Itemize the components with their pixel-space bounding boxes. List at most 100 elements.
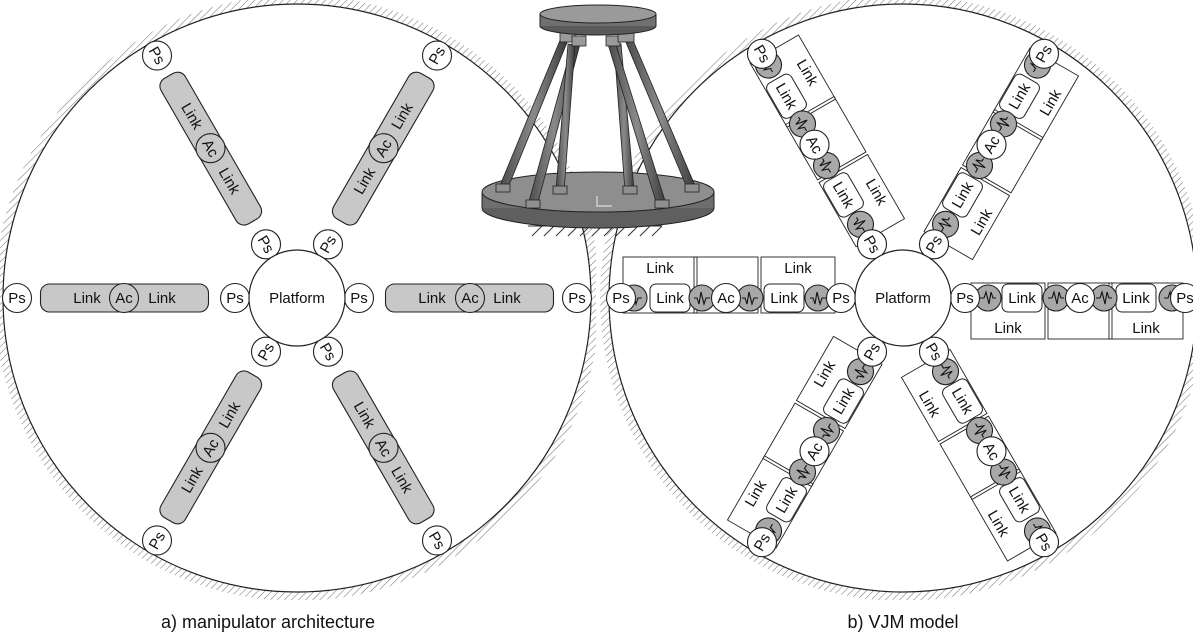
active-joint: Ac [368, 133, 399, 164]
vjm-active-joint-label: Ac [980, 133, 1004, 157]
vjm-link-platform: Link [823, 378, 864, 424]
vjm-link-platform-label: Link [1008, 290, 1036, 307]
vjm-frame-link-label: Link [784, 260, 812, 277]
passive-joint-platform: Ps [312, 229, 344, 260]
vjm-passive-joint-base-label: Ps [1033, 42, 1056, 66]
vjm-passive-joint-base-label: Ps [612, 290, 630, 307]
passive-joint-platform: Ps [219, 282, 251, 314]
link-inner-label: Link [73, 290, 101, 307]
vjm-passive-joint-platform: Ps [825, 282, 857, 314]
vjm-link-platform: Link [823, 172, 864, 218]
passive-joint-base-label: Ps [426, 44, 449, 68]
vjm-passive-joint-platform: Ps [949, 282, 981, 314]
vjm-passive-joint-platform-label: Ps [832, 290, 850, 307]
passive-joint-platform-label: Ps [350, 290, 368, 307]
leg-left: Link Link Ps Ac Ps [1, 282, 251, 314]
passive-joint-base-label: Ps [8, 290, 26, 307]
vjm-active-joint: Ac [976, 436, 1007, 467]
vjm-passive-joint-base: Ps [1028, 38, 1060, 69]
vjm-passive-joint-platform-label: Ps [922, 340, 945, 364]
caption-architecture: a) manipulator architecture [161, 612, 375, 632]
passive-joint-base: Ps [561, 282, 593, 314]
vjm-active-joint: Ac [976, 129, 1007, 160]
vjm-active-joint: Ac [710, 282, 742, 314]
active-joint-label: Ac [115, 290, 133, 307]
vjm-link-base: Link [999, 73, 1040, 119]
vjm-passive-joint-base-label: Ps [751, 531, 774, 555]
vjm-active-joint-label: Ac [803, 439, 827, 463]
active-joint-label: Ac [371, 436, 395, 460]
vjm-link-base-label: Link [1122, 290, 1150, 307]
link-outer-label: Link [418, 290, 446, 307]
vjm-link-base-label: Link [656, 290, 684, 307]
vjm-passive-joint-platform: Ps [856, 336, 888, 367]
vjm-frame-link-label: Link [994, 320, 1022, 337]
vjm-passive-joint-platform-label: Ps [956, 290, 974, 307]
vjm-frame-link-label: Link [1132, 320, 1160, 337]
vjm-active-joint-label: Ac [979, 440, 1003, 464]
platform-label: Platform [875, 290, 931, 307]
passive-joint-base-label: Ps [146, 529, 169, 553]
passive-joint-base: Ps [141, 40, 173, 71]
vjm-link-platform: Link [763, 283, 805, 313]
passive-joint-platform: Ps [312, 336, 344, 367]
vjm-link-base: Link [1115, 283, 1157, 313]
passive-joint-base: Ps [421, 525, 453, 556]
passive-joint-base: Ps [1, 282, 33, 314]
link-outer-label: Link [148, 290, 176, 307]
hexapod-legs [498, 37, 697, 207]
passive-joint-base-label: Ps [568, 290, 586, 307]
passive-joint-base-label: Ps [425, 529, 448, 553]
passive-joint-platform: Ps [250, 229, 282, 260]
vjm-link-platform: Link [942, 172, 983, 218]
vjm-active-joint-label: Ac [802, 133, 826, 157]
vjm-active-joint-label: Ac [717, 290, 735, 307]
active-joint: Ac [108, 282, 140, 314]
vjm-active-joint: Ac [1064, 282, 1096, 314]
vjm-spring [688, 284, 716, 312]
hexapod-illustration [481, 4, 715, 237]
platform-label: Platform [269, 290, 325, 307]
active-joint: Ac [195, 133, 226, 164]
vjm-passive-joint-platform: Ps [918, 336, 950, 367]
vjm-frame-link-label: Link [646, 260, 674, 277]
vjm-passive-joint-platform-label: Ps [861, 340, 884, 364]
passive-joint-platform-label: Ps [317, 233, 340, 257]
vjm-spring [1042, 284, 1070, 312]
passive-joint-base-label: Ps [145, 44, 168, 68]
link-outer: Link [114, 283, 210, 313]
active-joint-label: Ac [198, 137, 222, 161]
platform-left: Platform [248, 249, 346, 347]
passive-joint-base: Ps [141, 525, 173, 556]
vjm-passive-joint-base-label: Ps [1176, 290, 1193, 307]
vjm-passive-joint-platform: Ps [918, 229, 950, 260]
passive-joint-platform-label: Ps [255, 340, 278, 364]
vjm-passive-joint-platform: Ps [856, 229, 888, 260]
active-joint: Ac [454, 282, 486, 314]
vjm-passive-joint-base: Ps [1169, 282, 1193, 314]
active-joint-label: Ac [372, 136, 396, 160]
vjm-link-platform-label: Link [770, 290, 798, 307]
vjm-link-platform: Link [942, 378, 983, 424]
caption-vjm: b) VJM model [847, 612, 958, 632]
link-inner-label: Link [493, 290, 521, 307]
vjm-passive-joint-base-label: Ps [750, 42, 773, 66]
vjm-passive-joint-base: Ps [746, 38, 778, 69]
leg-right: Link Link Ps Ac Ps [343, 282, 593, 314]
passive-joint-platform: Ps [250, 336, 282, 367]
vjm-link-platform: Link [1001, 283, 1043, 313]
vjm-passive-joint-base: Ps [746, 527, 778, 558]
active-joint: Ac [368, 432, 399, 463]
